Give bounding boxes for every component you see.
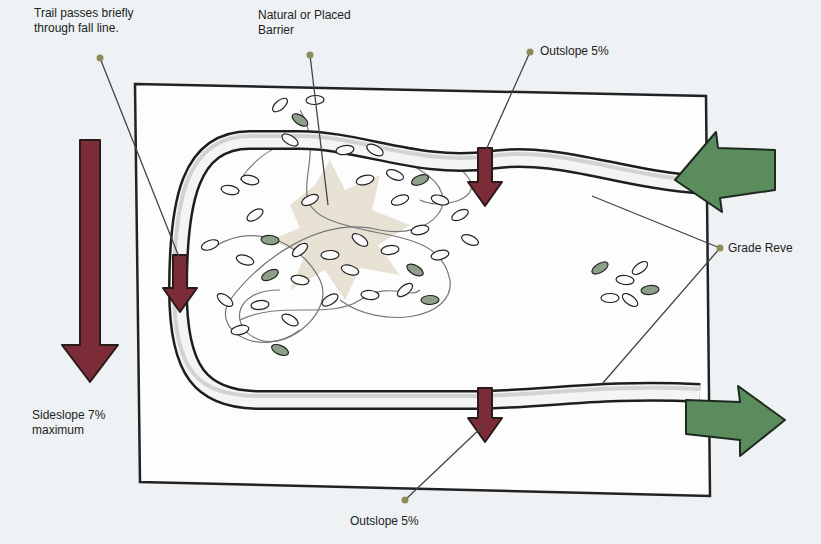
leader-dot (97, 49, 724, 504)
leaf (335, 144, 354, 156)
callout-note: Trail passes briefly through fall line. (34, 6, 142, 36)
leaf (235, 253, 255, 267)
leaf (385, 167, 405, 182)
leaf (395, 281, 415, 299)
leaf (321, 250, 339, 260)
trail-tread (174, 136, 705, 400)
leaf (430, 248, 450, 261)
leaf (340, 263, 360, 277)
leaf (230, 324, 250, 337)
leaf (410, 224, 429, 237)
leaf (601, 294, 619, 303)
leaf (590, 260, 610, 277)
barrier-area (270, 160, 410, 300)
leaf (380, 244, 399, 255)
leaf (620, 291, 640, 309)
leaf (280, 312, 300, 329)
leaf (410, 173, 430, 188)
leaf (280, 132, 300, 149)
leaf (220, 184, 239, 196)
leaf (270, 96, 290, 114)
leaf (290, 111, 310, 129)
leaf (300, 192, 320, 208)
travel-arrow (675, 132, 785, 456)
leader-line (100, 52, 720, 500)
leaf (421, 295, 439, 304)
callout-note: Grade Reve (728, 241, 818, 256)
leaf (430, 193, 450, 207)
leaf (260, 267, 280, 283)
leaf (641, 285, 660, 296)
leaf (290, 241, 310, 259)
leaf (270, 342, 290, 358)
leaf (200, 238, 220, 253)
leaf (251, 299, 270, 310)
leaf (355, 173, 375, 186)
slope-note: Outslope 5% (540, 44, 640, 59)
slope-note: Outslope 5% (350, 514, 450, 529)
leaf (460, 232, 480, 247)
leaf (361, 290, 380, 301)
slope-arrow (62, 140, 502, 442)
leaf (240, 174, 259, 187)
leaf (365, 142, 385, 158)
leaf (320, 291, 340, 308)
leaf (215, 291, 235, 309)
leaf (390, 193, 410, 207)
leaf (350, 231, 370, 249)
brush-leaves (200, 95, 659, 358)
leaf (245, 206, 265, 223)
leaf (616, 275, 635, 286)
callout-note: Natural or Placed Barrier (258, 8, 370, 38)
slope-note: Sideslope 7% maximum (32, 408, 122, 438)
leaf (261, 235, 280, 245)
sheet-outline (135, 84, 710, 496)
leaf (450, 207, 470, 223)
leaf (290, 274, 309, 286)
leaf (630, 259, 650, 277)
leaf (405, 262, 425, 279)
